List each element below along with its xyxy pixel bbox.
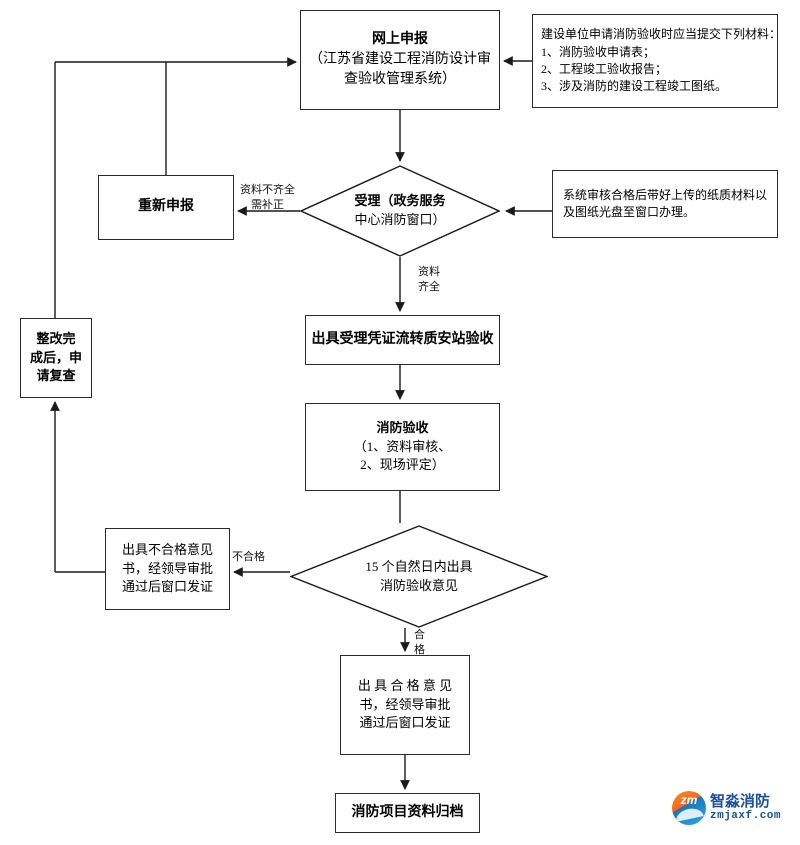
edge-label-line: 不合格 [232, 551, 265, 563]
node-rectify[interactable]: 整改完 成后，申 请复查 [20, 318, 92, 398]
edge-label-line: 合 [414, 629, 425, 641]
logo-brand-cn: 智淼消防 [710, 793, 771, 811]
node-decision[interactable]: 15 个自然日内出具 消防验收意见 [290, 525, 548, 628]
node-line: 消防验收 [376, 419, 429, 435]
node-line: 2、工程竣工验收报告； [541, 62, 668, 76]
edge-label-line: 资料不齐全 [240, 184, 295, 196]
node-issue-voucher[interactable]: 出具受理凭证流转质安站验收 [305, 315, 500, 365]
node-line: 出具受理凭证流转质安站验收 [311, 331, 494, 347]
node-acceptance[interactable]: 受理（政务服务 中心消防窗口） [300, 165, 500, 257]
node-line: （江苏省建设工程消防设计审 [309, 51, 491, 67]
edge-label-fail: 不合格 [232, 550, 265, 565]
edge-label-incomplete: 资料不齐全 需补正 [240, 183, 295, 213]
watermark-logo: zm 智淼消防 zmjaxf.com [672, 787, 794, 829]
diamond-shape [290, 525, 548, 628]
node-line: 出 具 合 格 意 见 [357, 677, 453, 693]
logo-text: 智淼消防 zmjaxf.com [710, 794, 781, 822]
node-line: 出具不合格意见 [121, 541, 213, 557]
node-archive[interactable]: 消防项目资料归档 [335, 793, 480, 833]
node-line: 整改完 [36, 330, 76, 346]
node-line: 2、现场评定） [360, 457, 445, 473]
edge-label-line: 格 [414, 643, 425, 656]
node-line: 通过后窗口发证 [359, 715, 451, 731]
node-line: 建设单位申请消防验收时应当提交下列材料： [541, 27, 782, 42]
node-line: 成后，申 [29, 349, 82, 365]
node-fire-inspection[interactable]: 消防验收 （1、资料审核、 2、现场评定） [305, 403, 500, 491]
node-line: （1、资料审核、 [353, 438, 452, 454]
logo-monogram: zm [680, 793, 698, 807]
edge-label-line: 需补正 [251, 198, 284, 211]
node-line-emph: 受理（政务服务 [354, 193, 446, 209]
node-system-note[interactable]: 系统审核合格后带好上传的纸质材料以 及图纸光盘至窗口办理。 [552, 170, 778, 238]
node-line: 重新申报 [138, 199, 194, 215]
node-line: 请复查 [36, 368, 76, 384]
logo-badge-icon: zm [672, 791, 706, 825]
node-line: 书，经领导审批 [121, 560, 213, 576]
edge-label-line: 资料 [418, 266, 440, 278]
edge-label-complete: 资料 齐全 [418, 265, 440, 295]
node-line: 3、涉及消防的建设工程竣工图纸。 [541, 79, 728, 94]
logo-brand-url: zmjaxf.com [710, 809, 782, 822]
node-fail-opinion[interactable]: 出具不合格意见 书，经领导审批 通过后窗口发证 [105, 528, 230, 610]
node-line: 查验收管理系统） [344, 72, 456, 88]
node-line: 1、消防验收申请表； [541, 44, 656, 59]
edge-label-line: 齐全 [418, 280, 440, 293]
node-online-declaration[interactable]: 网上申报 （江苏省建设工程消防设计审 查验收管理系统） [300, 10, 500, 110]
node-line: 通过后窗口发证 [121, 579, 213, 595]
node-line: 及图纸光盘至窗口办理。 [563, 205, 696, 219]
node-refile[interactable]: 重新申报 [98, 175, 234, 240]
node-line: 网上申报 [372, 31, 428, 47]
node-materials-note[interactable]: 建设单位申请消防验收时应当提交下列材料： 1、消防验收申请表； 2、工程竣工验收… [532, 14, 782, 108]
node-line: 消防项目资料归档 [351, 804, 464, 820]
node-line: 中心消防窗口） [354, 212, 446, 227]
diamond-shape [300, 165, 500, 257]
diamond-text: 15 个自然日内出具 消防验收意见 [365, 558, 472, 596]
edge-label-pass: 合 格 [414, 628, 425, 658]
node-line: 15 个自然日内出具 [365, 558, 473, 574]
node-pass-opinion[interactable]: 出 具 合 格 意 见 书，经领导审批 通过后窗口发证 [340, 655, 470, 755]
diamond-text: 受理（政务服务 中心消防窗口） [354, 192, 445, 230]
node-line: 消防验收意见 [379, 577, 458, 593]
node-line: 书，经领导审批 [359, 696, 451, 712]
node-line: 受理（政务服务 [354, 192, 445, 211]
node-line: 系统审核合格后带好上传的纸质材料以 [563, 187, 768, 202]
